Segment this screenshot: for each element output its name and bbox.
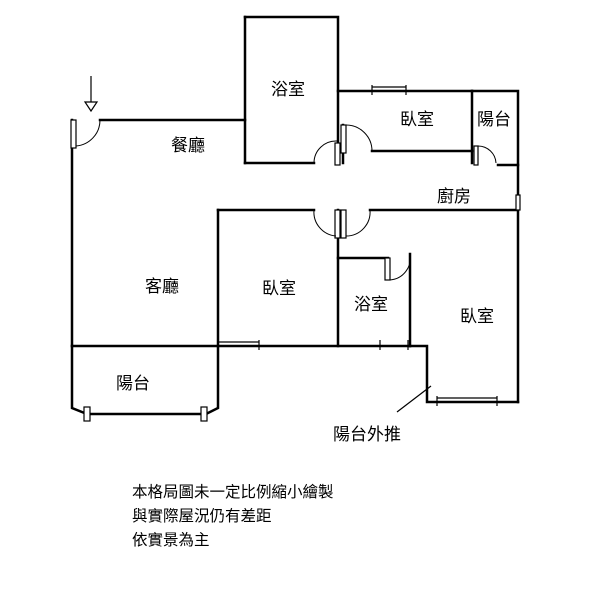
door-bath-top-swing	[313, 140, 338, 164]
walls	[70, 15, 520, 416]
wall-bedroom-right-bottom	[408, 344, 520, 404]
window-balcony-left-b	[200, 406, 208, 422]
entrance-arrow-icon	[83, 76, 99, 113]
window-balcony-left-a	[83, 406, 91, 422]
door-bedroom-top-leaf	[340, 124, 347, 154]
annotation-pointer-line	[396, 385, 432, 413]
wall-bath-top	[243, 15, 340, 145]
windows	[83, 85, 521, 422]
door-bath-mid-swing	[389, 253, 411, 281]
disclaimer-line: 依實景為主	[132, 531, 210, 549]
label-kitchen: 廚房	[437, 186, 471, 207]
door-entrance-swing	[75, 119, 101, 147]
room-labels: 浴室 臥室 陽台 餐廳 廚房 客廳 臥室 浴室 臥室 陽台 陽台外推	[116, 80, 511, 445]
door-bedroom-mid-swing	[313, 209, 337, 237]
label-bedroom-mid: 臥室	[262, 279, 296, 299]
label-balcony-push-out: 陽台外推	[333, 425, 401, 445]
disclaimer-line: 本格局圖未一定比例縮小繪製	[132, 483, 334, 501]
disclaimer-line: 與實際屋況仍有差距	[132, 507, 272, 525]
door-bath-mid-leaf	[384, 257, 391, 281]
doors	[70, 119, 497, 281]
door-bedroom-top-swing	[345, 124, 373, 152]
door-balcony-top-swing	[477, 145, 497, 164]
label-living: 客廳	[145, 277, 179, 297]
door-bedroom-right-swing	[345, 209, 371, 237]
door-entrance-leaf	[70, 119, 77, 149]
label-bath-mid: 浴室	[354, 295, 388, 315]
label-bedroom-right: 臥室	[460, 307, 494, 327]
door-balcony-top-leaf	[473, 145, 479, 166]
label-balcony-top: 陽台	[477, 110, 511, 130]
door-bedroom-right-leaf	[340, 209, 347, 239]
wall-balcony-top	[470, 89, 520, 167]
door-bath-top-leaf	[334, 142, 341, 166]
disclaimer-notes: 本格局圖未一定比例縮小繪製 與實際屋況仍有差距 依實景為主	[132, 480, 334, 552]
wall-balcony-left	[70, 344, 220, 416]
label-dining: 餐廳	[171, 136, 205, 156]
label-bath-top: 浴室	[271, 80, 305, 100]
window-kitchen-right	[515, 194, 521, 211]
label-balcony-left: 陽台	[116, 374, 150, 394]
door-bedroom-mid-leaf	[334, 209, 341, 239]
label-bedroom-top: 臥室	[400, 110, 434, 130]
